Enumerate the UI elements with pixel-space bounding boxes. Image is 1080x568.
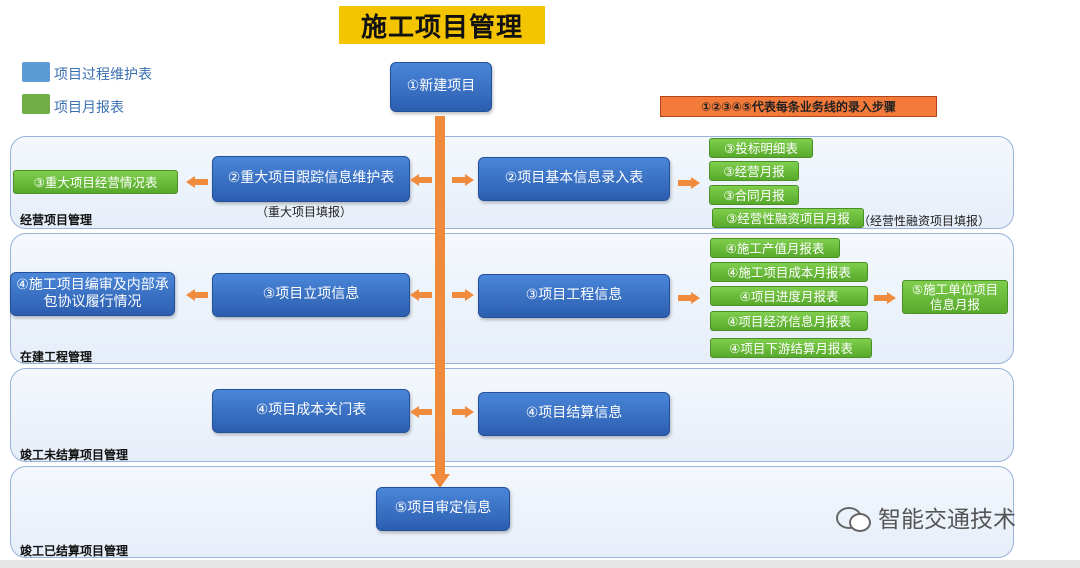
note-financing: （经营性融资项目填报） [858, 214, 991, 228]
report-progress-monthly: ④项目进度月报表 [710, 286, 868, 306]
report-unit-project-monthly: ⑤施工单位项目信息月报 [902, 280, 1008, 314]
arrow-icon [186, 176, 208, 188]
watermark-text: 智能交通技术 [878, 507, 1016, 533]
watermark: 智能交通技术 [836, 500, 1016, 534]
section-label-business: 经营项目管理 [20, 213, 93, 227]
main-flow-arrow-head [430, 474, 450, 488]
node-major-project-status: ③重大项目经营情况表 [13, 170, 178, 194]
node-engineering-info: ③项目工程信息 [478, 274, 670, 318]
legend-label-process: 项目过程维护表 [54, 67, 152, 83]
arrow-icon [410, 289, 432, 301]
node-new-project: ①新建项目 [390, 62, 492, 112]
report-financing-monthly: ③经营性融资项目月报 [712, 208, 864, 228]
node-settlement-info: ④项目结算信息 [478, 392, 670, 436]
node-major-tracking: ②重大项目跟踪信息维护表 [212, 156, 410, 202]
page-title: 施工项目管理 [339, 6, 545, 44]
wechat-icon [836, 503, 872, 532]
report-output-value: ④施工产值月报表 [710, 238, 840, 258]
node-internal-contract: ④施工项目编审及内部承包协议履行情况 [10, 272, 175, 316]
report-business-monthly: ③经营月报 [709, 161, 799, 181]
arrow-icon [874, 292, 896, 304]
arrow-icon [452, 406, 474, 418]
node-audited-info: ⑤项目审定信息 [376, 487, 510, 531]
arrow-icon [452, 174, 474, 186]
node-basic-info: ②项目基本信息录入表 [478, 157, 670, 201]
arrow-icon [678, 177, 700, 189]
report-economic-monthly: ④项目经济信息月报表 [710, 311, 868, 331]
section-label-unsettled: 竣工未结算项目管理 [20, 448, 129, 462]
arrow-icon [410, 174, 432, 186]
node-cost-closing: ④项目成本关门表 [212, 389, 410, 433]
legend-label-monthly: 项目月报表 [54, 100, 124, 116]
section-label-construction: 在建工程管理 [20, 350, 93, 364]
node-project-approval: ③项目立项信息 [212, 273, 410, 317]
report-cost-monthly: ④施工项目成本月报表 [710, 262, 868, 282]
main-flow-arrow-shaft [435, 116, 445, 476]
section-label-settled: 竣工已结算项目管理 [20, 544, 129, 558]
arrow-icon [452, 289, 474, 301]
arrow-icon [678, 292, 700, 304]
report-downstream-settlement: ④项目下游结算月报表 [710, 338, 872, 358]
arrow-icon [186, 289, 208, 301]
bottom-bar [0, 560, 1080, 568]
report-bid-detail: ③投标明细表 [709, 138, 813, 158]
note-major-project: （重大项目填报） [256, 205, 353, 219]
report-contract-monthly: ③合同月报 [709, 185, 799, 205]
legend-swatch-process [22, 62, 50, 82]
legend-swatch-monthly [22, 94, 50, 114]
arrow-icon [410, 406, 432, 418]
step-note: ①②③④⑤代表每条业务线的录入步骤 [660, 96, 937, 117]
